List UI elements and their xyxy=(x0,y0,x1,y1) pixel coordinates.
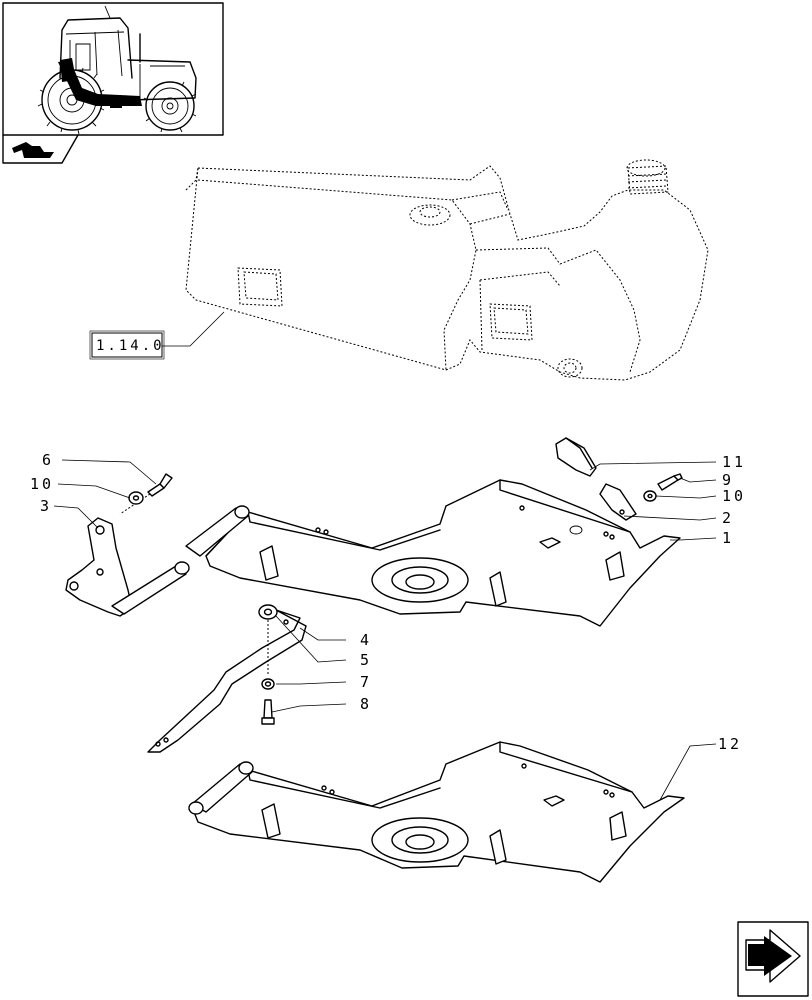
washer-part-5 xyxy=(258,604,278,676)
leader-11 xyxy=(589,461,717,471)
leader-2 xyxy=(623,515,717,521)
callout-labels: 6 10 3 11 9 10 2 1 4 5 7 8 12 xyxy=(30,451,746,753)
support-plate-upper xyxy=(185,479,681,627)
leader-10-left xyxy=(57,483,131,499)
leader-3 xyxy=(53,505,99,529)
callout-2: 2 xyxy=(722,509,734,527)
leader-10-right xyxy=(655,495,717,499)
view-arrow-tab xyxy=(2,134,79,164)
callout-8: 8 xyxy=(360,695,372,713)
washer-part-7 xyxy=(261,678,275,690)
callout-10-left: 10 xyxy=(30,475,54,493)
callout-1: 1 xyxy=(722,529,734,547)
leader-4 xyxy=(299,627,346,641)
callout-5: 5 xyxy=(360,651,372,669)
bolt-part-8 xyxy=(261,699,275,725)
pad-part-11 xyxy=(555,437,597,477)
callout-11: 11 xyxy=(722,453,746,471)
washer-10-right xyxy=(643,490,657,502)
reference-label-box: 1.14.0 xyxy=(89,330,165,360)
washer-10-left xyxy=(128,491,144,505)
callout-12: 12 xyxy=(718,735,742,753)
bracket-part-3 xyxy=(65,517,190,617)
leader-12 xyxy=(659,743,717,801)
callout-6: 6 xyxy=(42,451,54,469)
bolt-part-9 xyxy=(657,473,683,491)
leader-8 xyxy=(271,703,347,713)
leader-6 xyxy=(61,459,157,485)
leader-lines xyxy=(53,459,717,801)
callout-7: 7 xyxy=(360,673,372,691)
leader-7 xyxy=(276,681,347,685)
leader-1 xyxy=(670,537,717,541)
callout-10-right: 10 xyxy=(722,487,746,505)
callout-4: 4 xyxy=(360,631,372,649)
support-plate-lower xyxy=(188,741,685,883)
callout-3: 3 xyxy=(40,497,52,515)
callout-9: 9 xyxy=(722,471,734,489)
tractor-thumbnail xyxy=(2,2,224,136)
reference-label: 1.14.0 xyxy=(96,338,165,354)
bolt-6-left xyxy=(119,473,173,515)
next-page-arrow-icon[interactable] xyxy=(737,921,809,997)
bracket-part-2 xyxy=(599,483,637,521)
fuel-tank-reference xyxy=(162,159,709,381)
leader-5 xyxy=(275,615,347,663)
leader-9 xyxy=(679,477,717,483)
strap-part-4 xyxy=(147,609,307,753)
